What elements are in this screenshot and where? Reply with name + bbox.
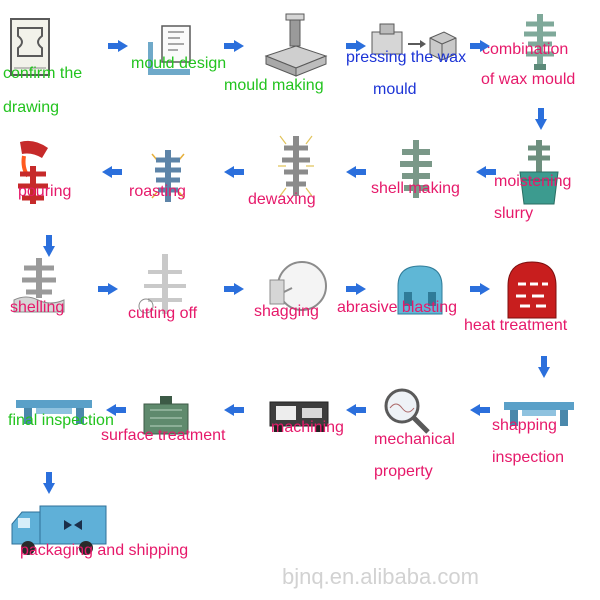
step-label-dewaxing: dewaxing [248,191,316,208]
arrow-16-to-17 [470,404,490,416]
step-label-pouring: pouring [18,183,72,200]
slurry-icon [518,138,560,206]
watermark: bjnq.en.alibaba.com [282,564,479,589]
arrow-4-to-5 [470,40,490,52]
step-label-pressing-the-wax-mould-line-1: pressing the wax [346,49,467,66]
arrow-6-to-7 [476,166,496,178]
blast-icon [394,262,446,316]
step-label-final-inspection: final inspection [8,412,114,429]
pour-icon [12,138,56,206]
arrow-17-to-18 [346,404,366,416]
arrow-12-to-13 [224,283,244,295]
step-label-abrasive-blasting: abrasive blasting [337,299,458,316]
step-label-shapping-inspection-line-2: inspection [492,449,565,466]
step-label-mould-making: mould making [224,77,324,94]
step-label-mould-design: mould design [131,55,227,72]
step-label-shell-making: shell making [371,180,460,197]
arrow-7-to-8 [346,166,366,178]
dewax-icon [276,130,316,202]
shaping-icon [502,396,576,428]
arrow-2-to-3 [224,40,244,52]
step-label-mechanical-property-line-2: property [374,463,433,480]
arrow-3-to-4 [346,40,366,52]
arrow-5-to-6 [535,108,547,130]
tree-icon [518,12,562,72]
arrow-20-to-21 [43,472,55,494]
furnace-icon [506,258,558,320]
step-label-confirm-the-drawing-line-1: confirm the [3,65,83,82]
step-label-surface-treatment: surface treatment [101,427,226,444]
step-label-combination-of-wax-mould-line-2: of wax mould [481,71,576,88]
step-label-mechanical-property-line-1: mechanical [374,431,455,448]
step-label-machining: machining [271,419,344,436]
inspection-icon [14,394,94,426]
arrow-1-to-2 [108,40,128,52]
arrow-19-to-20 [106,404,126,416]
arrow-14-to-15 [470,283,490,295]
mould-icon [262,12,330,80]
step-label-roasting: roasting [129,183,186,200]
arrow-15-to-16 [538,356,550,378]
drawing-icon [10,18,50,76]
arrow-13-to-14 [346,283,366,295]
step-label-shapping-inspection-line-1: shapping [492,417,557,434]
step-label-pressing-the-wax-mould-line-2: mould [373,81,417,98]
step-label-cutting-off: cutting off [128,305,198,322]
arrow-11-to-12 [98,283,118,295]
press-icon [368,20,458,68]
magnifier-icon [380,386,432,436]
lathe-icon [268,392,330,434]
step-label-heat-treatment: heat treatment [464,317,568,334]
shell-icon [396,138,436,200]
step-label-confirm-the-drawing-line-2: drawing [3,99,60,116]
design-icon [148,24,198,76]
step-label-moistening-slurry-line-2: slurry [494,205,534,222]
arrow-8-to-9 [224,166,244,178]
step-label-shagging: shagging [254,303,319,320]
grind-icon [264,258,328,318]
step-label-combination-of-wax-mould-line-1: combination [482,41,569,58]
arrow-10-to-11 [43,235,55,257]
step-label-moistening-slurry-line-1: moistening [494,173,572,190]
treatment-icon [140,394,192,440]
arrow-9-to-10 [102,166,122,178]
shelling-icon [10,254,68,314]
roast-icon [150,146,186,206]
arrow-18-to-19 [224,404,244,416]
cut-icon [134,252,196,316]
step-label-packaging-and-shipping: packaging and shipping [20,542,189,559]
step-label-shelling: shelling [10,299,65,316]
truck-icon [10,502,108,556]
